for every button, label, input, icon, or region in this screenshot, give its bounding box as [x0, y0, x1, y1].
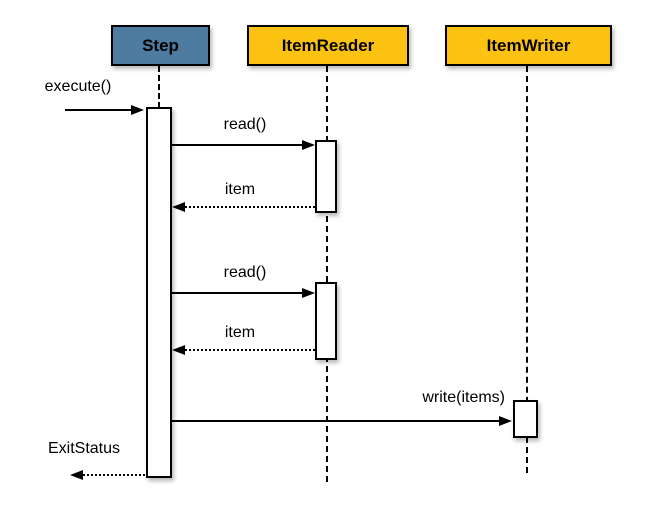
arrowhead-right-icon — [499, 416, 512, 426]
activation-bar-itemreader-1 — [315, 140, 337, 213]
activation-bar-itemreader-2 — [315, 282, 337, 360]
lifeline-itemreader — [326, 66, 328, 482]
message-line-exitstatus — [83, 474, 145, 476]
message-label-read-2: read() — [223, 264, 267, 281]
message-line-read-1 — [172, 144, 303, 146]
message-line-write — [172, 420, 500, 422]
arrowhead-left-icon — [70, 470, 83, 480]
message-label-execute: execute() — [44, 78, 112, 95]
activation-bar-step — [146, 107, 172, 478]
actor-box-itemreader: ItemReader — [247, 25, 409, 66]
message-line-read-2 — [172, 292, 303, 294]
arrowhead-right-icon — [302, 140, 315, 150]
actor-label-step: Step — [142, 35, 179, 55]
arrowhead-left-icon — [172, 202, 185, 212]
arrowhead-right-icon — [131, 105, 144, 115]
arrowhead-left-icon — [172, 345, 185, 355]
actor-label-itemwriter: ItemWriter — [486, 35, 571, 55]
message-line-item-2 — [185, 349, 315, 351]
message-label-read-1: read() — [223, 116, 267, 133]
arrowhead-right-icon — [302, 288, 315, 298]
actor-label-itemreader: ItemReader — [281, 35, 375, 55]
lifeline-itemwriter — [526, 66, 528, 473]
activation-bar-itemwriter — [513, 400, 538, 438]
message-label-exitstatus: ExitStatus — [47, 440, 121, 457]
lifeline-step — [158, 66, 160, 108]
actor-box-itemwriter: ItemWriter — [445, 25, 612, 66]
actor-box-step: Step — [111, 25, 210, 66]
message-label-item-1: item — [224, 181, 256, 198]
message-label-item-2: item — [224, 324, 256, 341]
message-line-item-1 — [185, 206, 315, 208]
message-label-write: write(items) — [422, 389, 505, 406]
message-line-execute — [65, 109, 132, 111]
